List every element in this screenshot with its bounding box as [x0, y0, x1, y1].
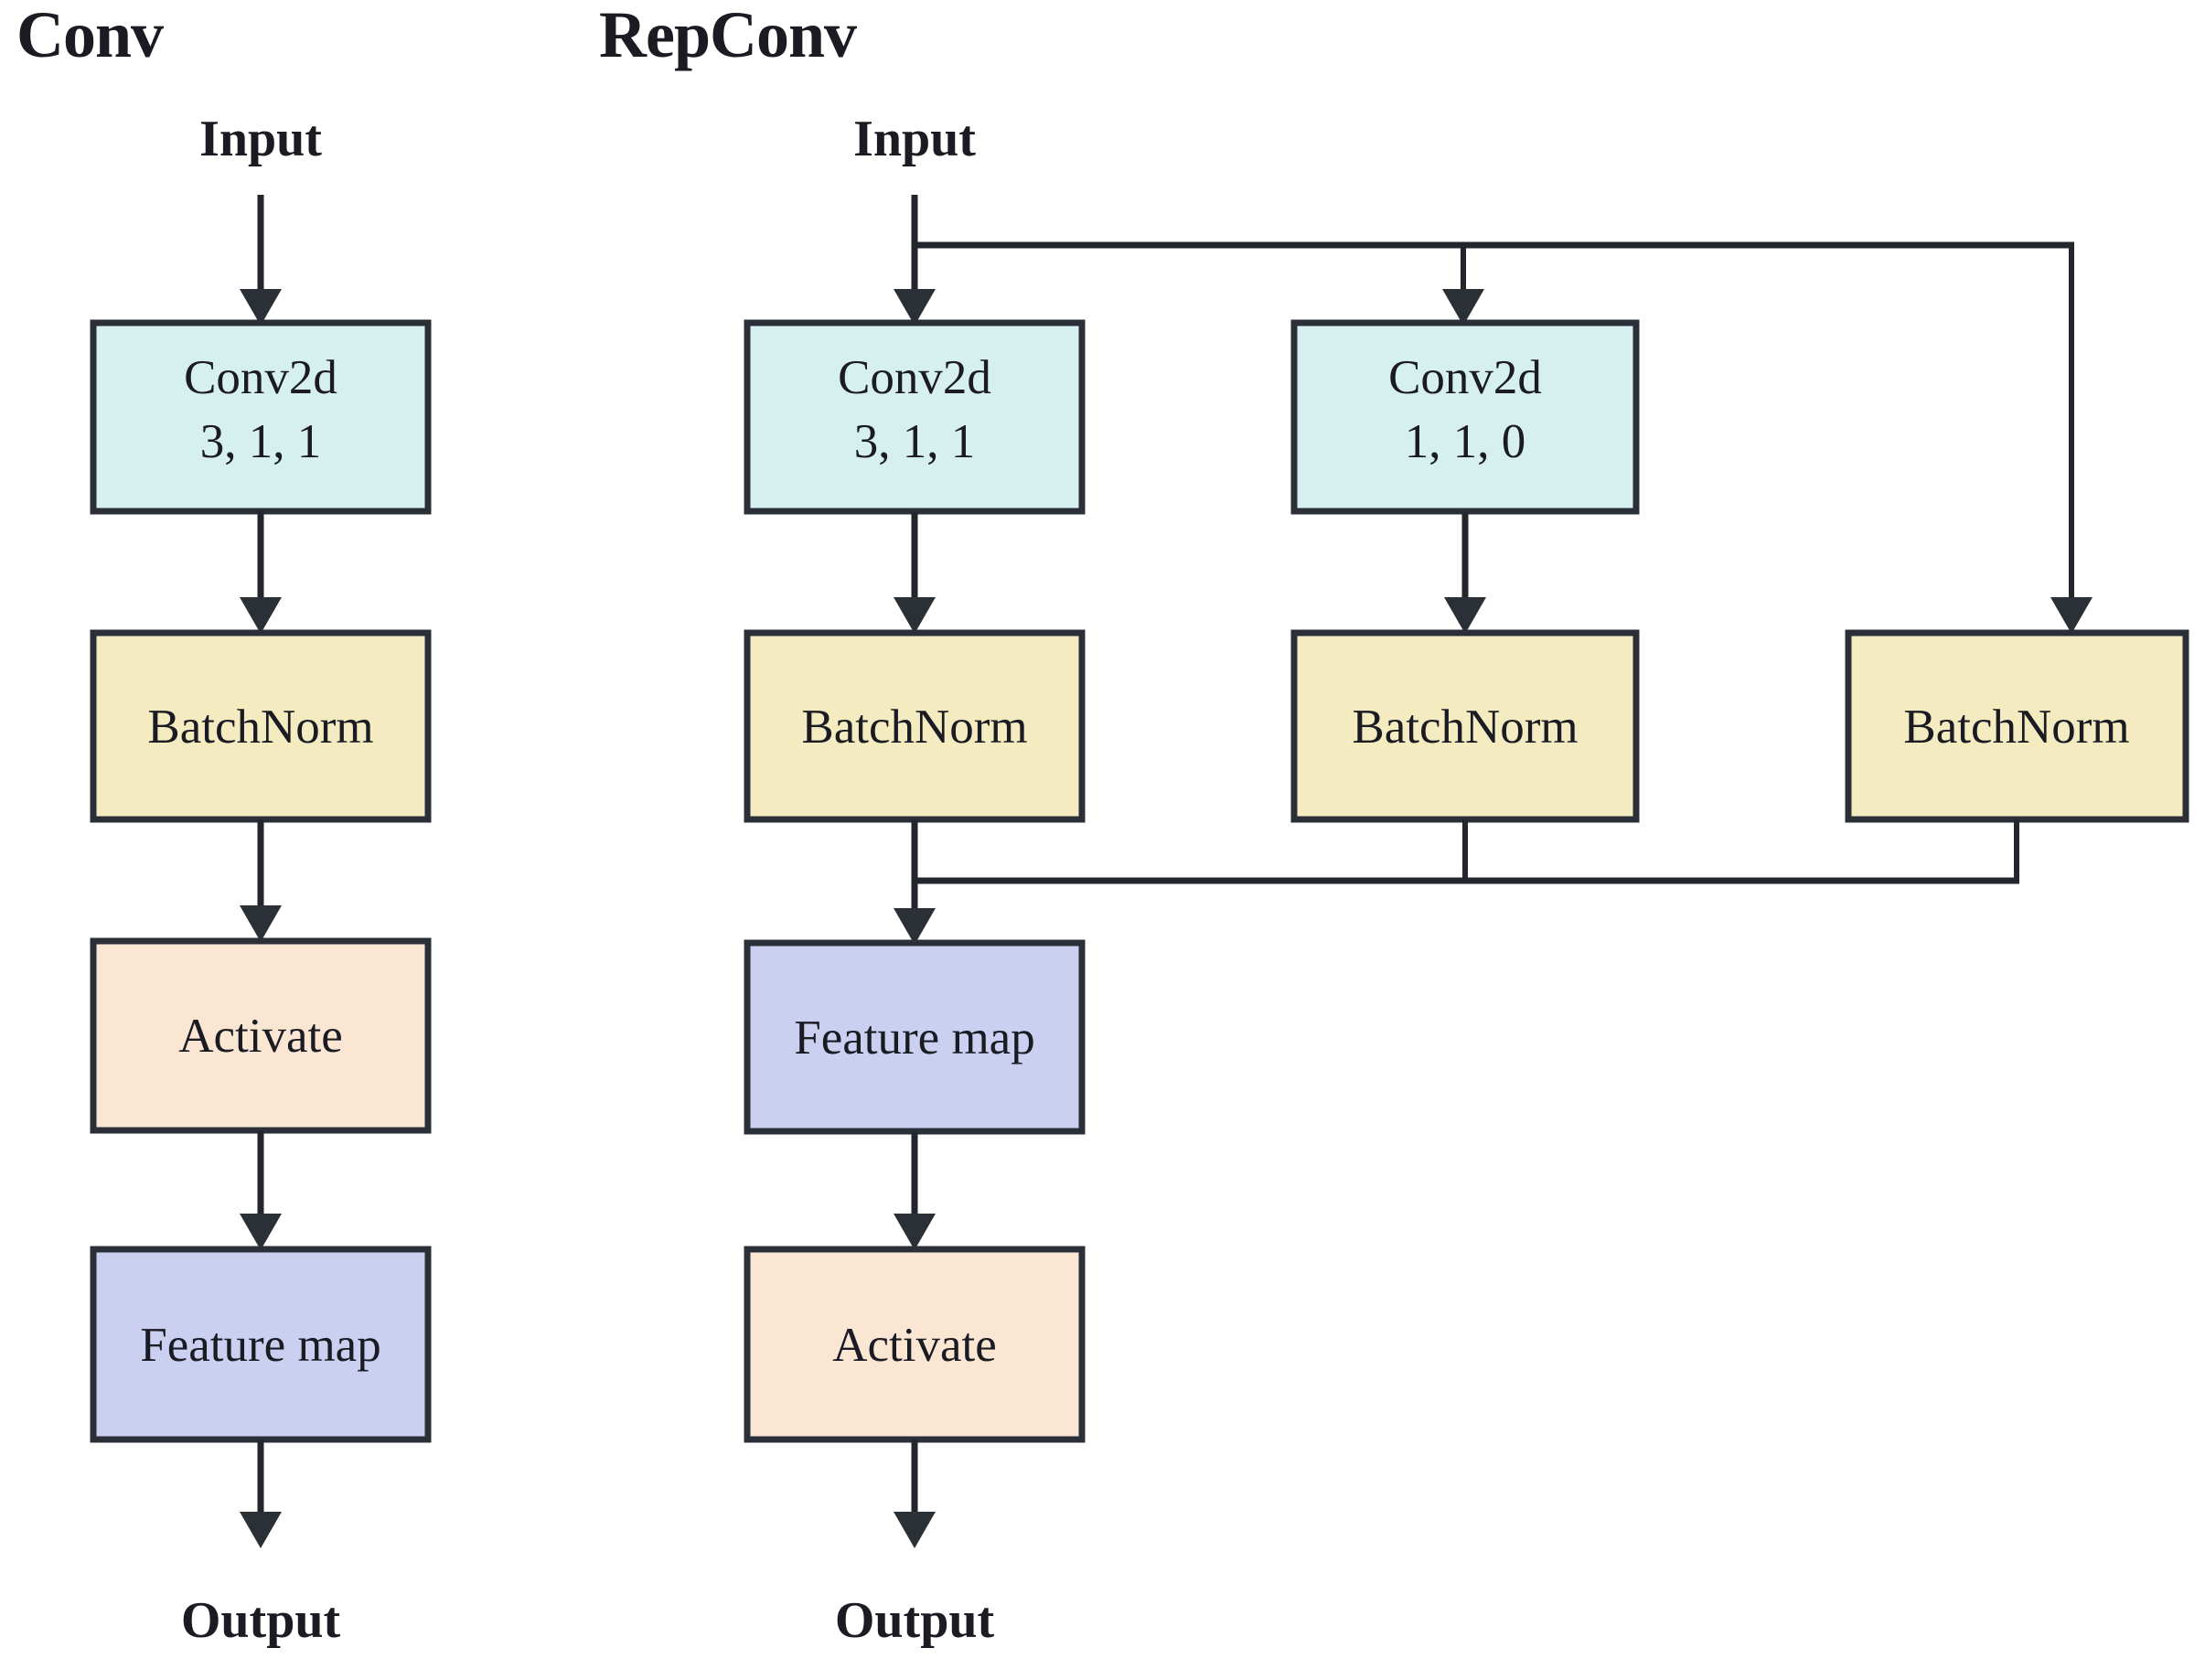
repconv-arrowhead-activate — [894, 1214, 936, 1250]
conv-arrowhead-activate — [240, 905, 282, 942]
conv-node-feature-map-label: Feature map — [140, 1319, 380, 1372]
repconv-arrowhead-batchnorm-1 — [1444, 597, 1486, 634]
repconv-node-activate-label: Activate — [832, 1319, 997, 1372]
conv-arrowhead-batchnorm — [240, 597, 282, 634]
panel-title-conv: Conv — [16, 0, 164, 71]
conv-node-conv2d-label-line1: Conv2d — [184, 351, 337, 404]
repconv-arrowhead-conv2d-1 — [1442, 289, 1484, 326]
repconv-node-batchnorm-1-label: BatchNorm — [1352, 701, 1578, 754]
conv-node-activate-label: Activate — [178, 1010, 343, 1063]
repconv-arrowhead-conv2d-3 — [894, 289, 936, 326]
repconv-output-label: Output — [835, 1592, 995, 1649]
repconv-node-batchnorm-id — [1845, 629, 2189, 823]
panel-repconv: RepConv Input Conv2d 3, 1, 1 BatchNorm — [599, 0, 2189, 1649]
conv-input-label: Input — [199, 111, 322, 167]
repconv-arrowhead-output — [894, 1512, 936, 1548]
conv-node-batchnorm — [90, 629, 432, 823]
conv-arrowhead-output — [240, 1512, 282, 1548]
repconv-input-label: Input — [853, 111, 976, 167]
repconv-node-batchnorm-3-label: BatchNorm — [801, 701, 1027, 754]
repconv-node-conv2d-1 — [1290, 319, 1640, 515]
repconv-arrowhead-batchnorm-3 — [894, 597, 936, 634]
repconv-node-activate — [744, 1246, 1086, 1443]
repconv-node-conv2d-1-label-line2: 1, 1, 0 — [1405, 415, 1526, 468]
conv-node-activate — [90, 937, 432, 1134]
repconv-node-feature-map — [744, 939, 1086, 1135]
repconv-arrowhead-batchnorm-id — [2050, 597, 2093, 634]
conv-node-conv2d-label-line2: 3, 1, 1 — [200, 415, 322, 468]
repconv-arrowhead-feature-map — [894, 908, 936, 945]
panel-title-repconv: RepConv — [599, 0, 857, 71]
repconv-node-conv2d-3-label-line1: Conv2d — [838, 351, 991, 404]
repconv-node-conv2d-1-label-line1: Conv2d — [1388, 351, 1542, 404]
repconv-node-conv2d-3-label-line2: 3, 1, 1 — [854, 415, 976, 468]
repconv-node-feature-map-label: Feature map — [794, 1011, 1034, 1065]
conv-node-feature-map — [90, 1246, 432, 1443]
conv-node-batchnorm-label: BatchNorm — [147, 701, 373, 754]
conv-node-conv2d — [90, 319, 432, 515]
conv-arrowhead-conv2d — [240, 289, 282, 326]
conv-arrowhead-feature-map — [240, 1214, 282, 1250]
repconv-node-batchnorm-1 — [1290, 629, 1640, 823]
repconv-node-batchnorm-id-label: BatchNorm — [1903, 701, 2129, 754]
conv-output-label: Output — [181, 1592, 341, 1649]
panel-conv: Conv Input Conv2d 3, 1, 1 BatchNorm Acti… — [16, 0, 432, 1649]
